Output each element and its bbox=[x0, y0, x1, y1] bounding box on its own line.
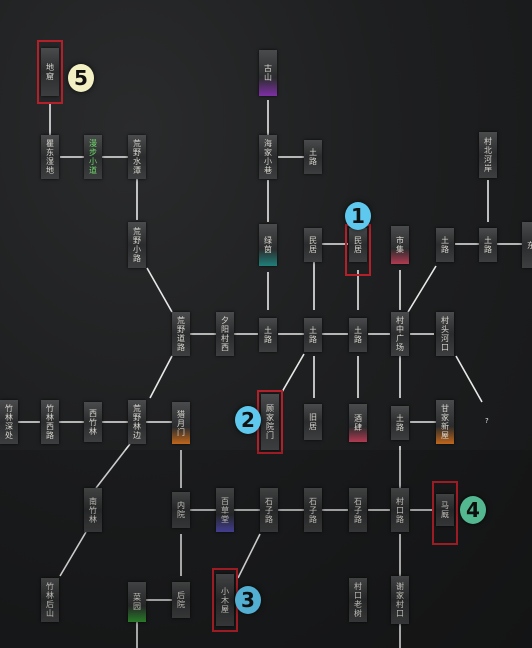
node-yaojiaxiaoyuan[interactable]: 漫步小道 bbox=[84, 135, 102, 179]
node-cunxiaohekou[interactable]: 村头河口 bbox=[436, 312, 454, 356]
node-xiejiacunkou[interactable]: 谢家村口 bbox=[391, 576, 409, 624]
node-jiuchang[interactable]: 酒肆 bbox=[349, 404, 367, 442]
node-tulu-m[interactable]: 土路 bbox=[391, 406, 409, 440]
node-gujiaxiang[interactable]: 瞿东湿地 bbox=[41, 135, 59, 179]
question-marker: ? bbox=[485, 417, 489, 425]
node-jiuju[interactable]: 旧居 bbox=[304, 404, 322, 440]
node-zhulinhoulu[interactable]: 竹林后山 bbox=[41, 578, 59, 622]
node-xizhulin[interactable]: 西竹林 bbox=[84, 402, 102, 442]
node-zhulinxilu[interactable]: 竹林西路 bbox=[41, 400, 59, 444]
node-mawu[interactable]: 马厩 bbox=[436, 494, 454, 526]
node-caoyuan[interactable]: 菜园 bbox=[128, 582, 146, 622]
node-edge-right[interactable]: 东 bbox=[522, 222, 532, 268]
node-huangyejia[interactable]: 百草堂 bbox=[216, 488, 234, 532]
node-lvjing[interactable]: 绿茵 bbox=[259, 224, 277, 266]
node-cunzhongguangchang[interactable]: 村中广场 bbox=[391, 312, 409, 356]
node-shizilu2[interactable]: 石子路 bbox=[304, 488, 322, 532]
node-gushanjiao[interactable]: 古山 bbox=[259, 50, 277, 96]
badge-4: 4 bbox=[460, 496, 486, 524]
node-shizilu3[interactable]: 石子路 bbox=[349, 488, 367, 532]
node-cunkoulu[interactable]: 村口路 bbox=[391, 488, 409, 532]
node-ganjiaxinwu[interactable]: 甘家新屋 bbox=[436, 400, 454, 444]
node-xiyangcunxi[interactable]: 夕阳村西 bbox=[216, 312, 234, 356]
badge-3: 3 bbox=[235, 586, 261, 614]
node-haijiaxiaoxiang[interactable]: 海家小巷 bbox=[259, 135, 277, 179]
node-lieyuemen[interactable]: 猎月门 bbox=[172, 402, 190, 444]
node-minju1[interactable]: 民居 bbox=[304, 228, 322, 262]
node-xiaoguanting[interactable]: 小木屋 bbox=[216, 574, 234, 626]
node-tulu-top[interactable]: 土路 bbox=[304, 140, 322, 174]
node-huangyedaolu[interactable]: 荒野道路 bbox=[172, 312, 190, 356]
node-huangyexiaolu[interactable]: 荒野小路 bbox=[128, 222, 146, 268]
badge-1: 1 bbox=[345, 202, 371, 230]
node-tulu-r1[interactable]: 土路 bbox=[436, 228, 454, 262]
node-huangyeshuitan[interactable]: 荒野水潭 bbox=[128, 135, 146, 179]
badge-5: 5 bbox=[68, 64, 94, 92]
node-zhulinbuju[interactable]: 竹林深处 bbox=[0, 400, 18, 444]
node-huangyelinbian[interactable]: 荒野林边 bbox=[128, 400, 146, 444]
node-diyu[interactable]: 地窟 bbox=[41, 48, 59, 96]
node-tulu-c2[interactable]: 土路 bbox=[304, 318, 322, 352]
node-minju2[interactable]: 民居 bbox=[349, 228, 367, 262]
node-cunkoujiu[interactable]: 村口老树 bbox=[349, 578, 367, 622]
node-tulu-c1[interactable]: 土路 bbox=[259, 318, 277, 352]
node-gaojiaxiaoyuan[interactable]: 顾家院门 bbox=[261, 394, 279, 450]
node-tulu-r2[interactable]: 土路 bbox=[479, 228, 497, 262]
badge-2: 2 bbox=[235, 406, 261, 434]
node-shizilu1[interactable]: 石子路 bbox=[260, 488, 278, 532]
node-houyuan[interactable]: 后院 bbox=[172, 582, 190, 618]
node-cunbeihu[interactable]: 村北河岸 bbox=[479, 132, 497, 178]
node-nanzhulin[interactable]: 南竹林 bbox=[84, 488, 102, 532]
node-neiyuan[interactable]: 内院 bbox=[172, 492, 190, 528]
node-shiji[interactable]: 市集 bbox=[391, 226, 409, 264]
node-tulu-c3[interactable]: 土路 bbox=[349, 318, 367, 352]
